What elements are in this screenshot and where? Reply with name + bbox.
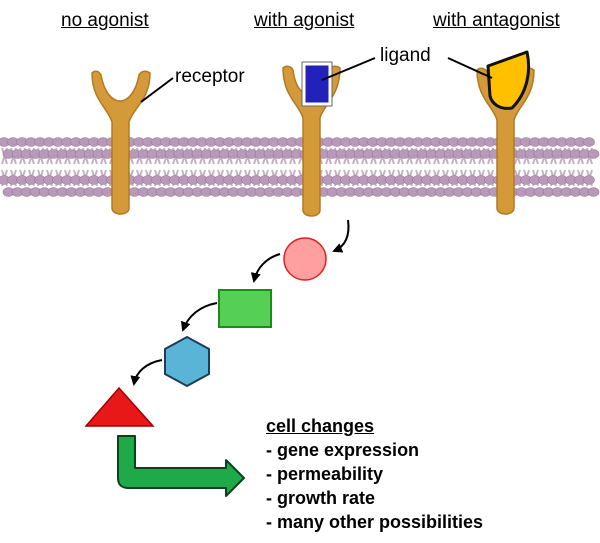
signal-triangle-molecule (84, 386, 155, 427)
cascade-arrow-2 (250, 253, 281, 283)
receptor-pointer-line (140, 77, 174, 103)
cell-change-item: - gene expression (266, 440, 420, 460)
signal-square-molecule (218, 289, 272, 328)
cascade-arrow-1 (332, 219, 350, 253)
signal-circle-molecule (283, 237, 327, 281)
heading-no-agonist: no agonist (61, 10, 149, 31)
heading-with-antagonist: with antagonist (433, 10, 560, 31)
cascade-arrow-3 (180, 302, 218, 332)
ligand-pointer-line-antagonist (447, 57, 493, 79)
ligand-label: ligand (380, 45, 431, 66)
cell-change-item: - permeability (266, 464, 384, 484)
ligand-pointer-line-agonist (321, 57, 376, 81)
ligand-agonist (302, 62, 332, 106)
receptor-label: receptor (175, 66, 245, 87)
cell-change-item: - many other possibilities (266, 512, 484, 532)
receptor-no-agonist (91, 70, 151, 215)
heading-with-agonist: with agonist (254, 10, 355, 31)
cell-change-item: - growth rate (266, 488, 376, 508)
cascade-arrow-4 (130, 359, 163, 386)
antagonist-molecule (486, 50, 531, 110)
cell-changes-title: cell changes (266, 416, 375, 436)
cell-changes-list: cell changes - gene expression - permeab… (266, 414, 483, 534)
cell-changes-output-arrow (117, 435, 245, 497)
signal-hexagon-molecule (164, 335, 210, 388)
